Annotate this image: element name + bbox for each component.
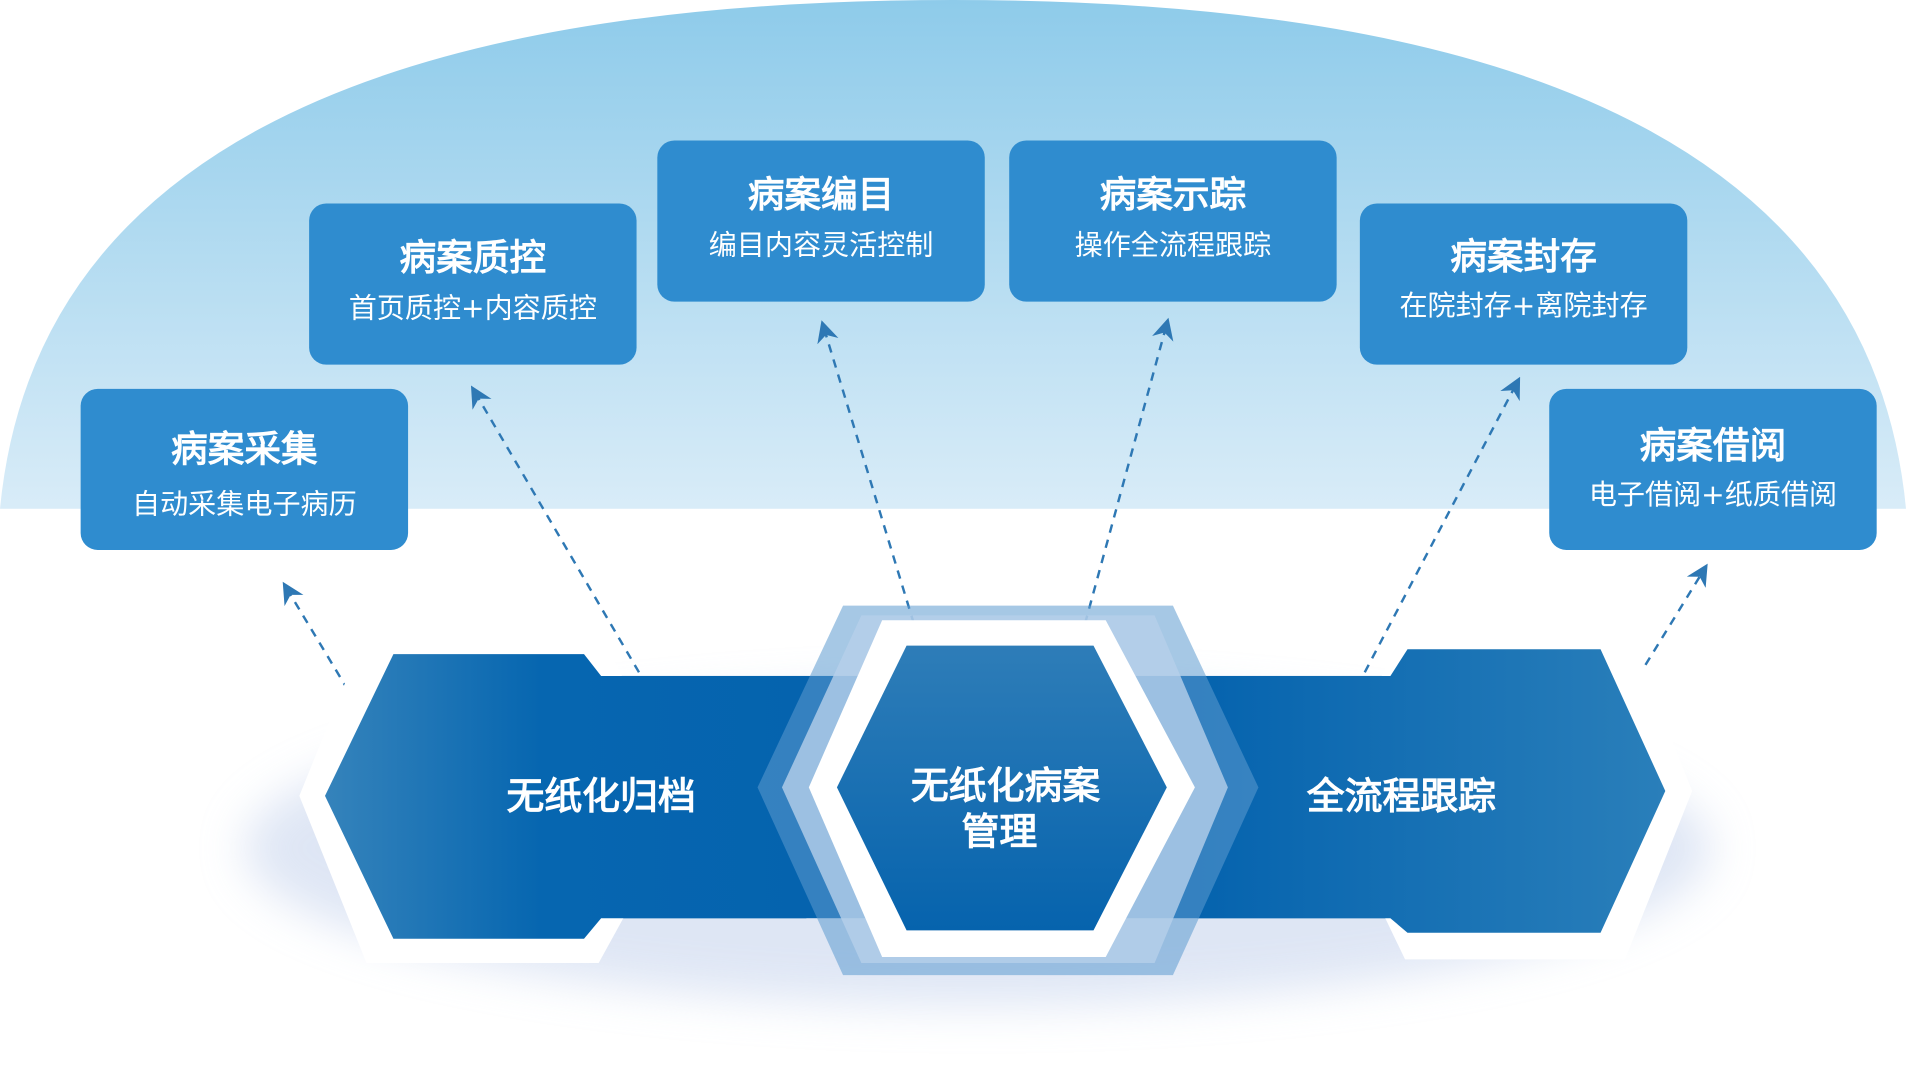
arrow-catalog [817, 320, 916, 625]
hex-label-center-line2: 管理 [962, 809, 1038, 853]
box-subtitle: 编目内容灵活控制 [709, 228, 934, 261]
box-title: 病案示踪 [1100, 173, 1247, 216]
hex-left: 无纸化归档 [299, 629, 807, 964]
arrow-trace [1083, 317, 1174, 625]
arrow-seal [1363, 376, 1521, 673]
hex-label-right: 全流程跟踪 [1306, 774, 1497, 818]
hex-right: 全流程跟踪 [1197, 623, 1693, 960]
arrows [282, 317, 1708, 692]
box-subtitle: 在院封存+离院封存 [1399, 289, 1647, 322]
box-title: 病案采集 [171, 428, 318, 471]
box-borrow: 病案借阅 电子借阅+纸质借阅 [1549, 388, 1877, 550]
hex-label-center-line1: 无纸化病案 [911, 763, 1101, 807]
arrow-collect [282, 581, 350, 692]
box-subtitle: 自动采集电子病历 [132, 488, 357, 521]
hex-center: 无纸化病案 管理 [757, 605, 1259, 976]
box-subtitle: 电子借阅+纸质借阅 [1589, 478, 1837, 511]
arrow-quality [470, 385, 641, 673]
box-title: 病案质控 [400, 236, 547, 279]
box-catalog: 病案编目 编目内容灵活控制 [657, 140, 985, 302]
box-trace: 病案示踪 操作全流程跟踪 [1009, 140, 1337, 302]
box-seal: 病案封存 在院封存+离院封存 [1359, 203, 1688, 365]
box-subtitle: 首页质控+内容质控 [349, 291, 597, 324]
arrow-borrow [1636, 563, 1708, 679]
box-title: 病案借阅 [1640, 424, 1787, 467]
box-collect: 病案采集 自动采集电子病历 [80, 388, 409, 550]
box-title: 病案封存 [1450, 235, 1597, 278]
box-title: 病案编目 [748, 173, 895, 216]
box-quality: 病案质控 首页质控+内容质控 [309, 203, 637, 365]
hex-label-left: 无纸化归档 [506, 774, 695, 818]
box-subtitle: 操作全流程跟踪 [1075, 228, 1272, 261]
